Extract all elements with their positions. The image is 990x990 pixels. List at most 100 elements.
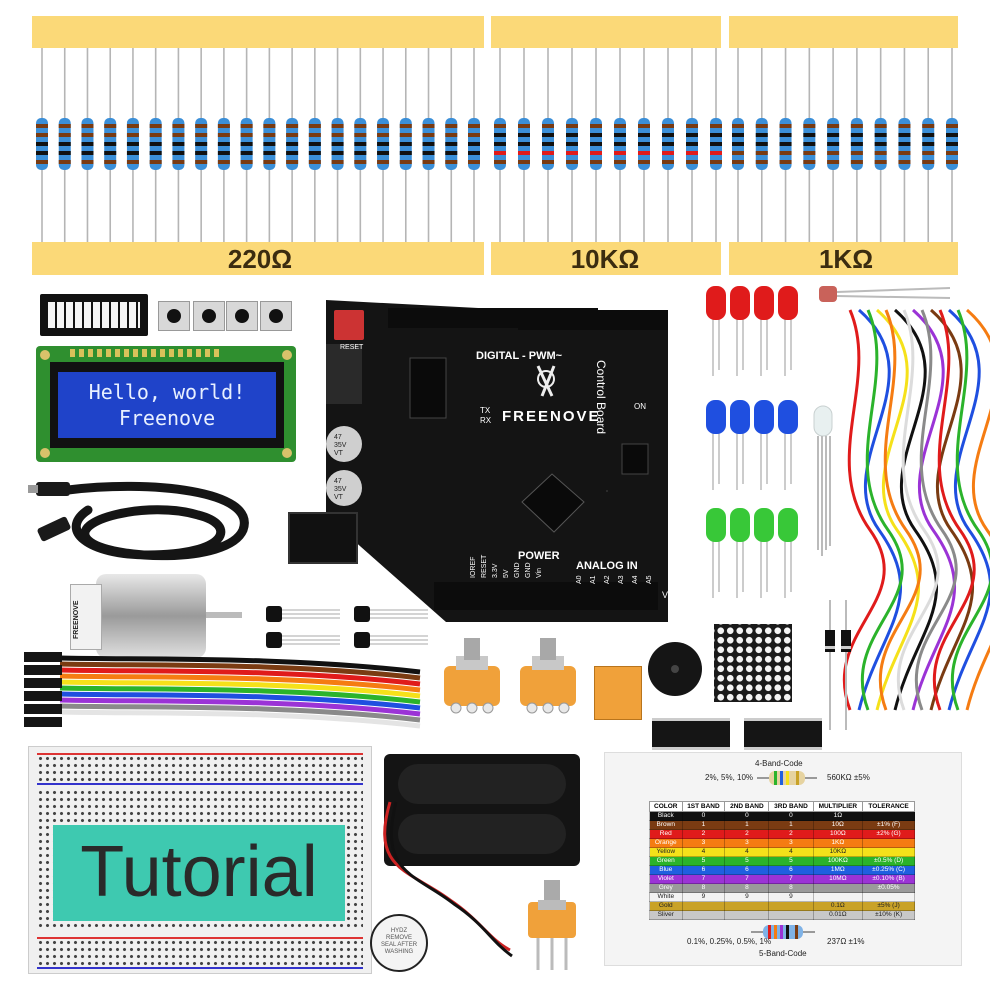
- table-header-cell: 1ST BAND: [681, 801, 726, 812]
- resistor-band: [922, 160, 935, 164]
- resistor-band: [286, 151, 299, 155]
- resistor-band: [827, 133, 840, 137]
- resistor-band: [518, 133, 530, 137]
- resistor-band: [36, 124, 48, 128]
- resistor-band: [149, 133, 162, 137]
- resistor-band: [263, 160, 276, 164]
- resistor-band: [331, 151, 344, 155]
- resistor-band: [126, 160, 139, 164]
- power-pin-label: IOREF: [470, 556, 477, 578]
- resistor-band: [36, 160, 48, 164]
- board-brand: FREENOVE: [502, 408, 601, 425]
- table-cell: 8: [681, 883, 726, 893]
- led-bar-segments: [48, 302, 140, 328]
- resistor-band: [638, 160, 650, 164]
- table-cell: 0.01Ω: [812, 910, 864, 920]
- resistor-band: [377, 151, 390, 155]
- table-cell: 6: [724, 865, 770, 875]
- resistor-band: [614, 124, 626, 128]
- resistor-band: [566, 124, 578, 128]
- table-cell: Red: [649, 829, 683, 839]
- card-top-right: 560KΩ ±5%: [827, 773, 870, 782]
- resistor-band: [898, 160, 911, 164]
- table-cell: 4: [681, 847, 726, 857]
- resistor-band: [36, 142, 48, 146]
- resistor-band: [399, 160, 412, 164]
- tape-top-1k: [729, 16, 958, 48]
- resistor-band: [566, 142, 578, 146]
- resistor-band: [494, 142, 506, 146]
- led: [778, 508, 798, 542]
- analog-pin-label: A0: [576, 575, 583, 584]
- resistor-label-1k: 1KΩ: [818, 244, 874, 274]
- table-cell: [862, 892, 915, 902]
- resistor-band: [468, 151, 480, 155]
- lcd-screen: Hello, world! Freenove: [58, 372, 276, 438]
- resistor-band: [286, 160, 299, 164]
- board-analog-label: ANALOG IN: [576, 560, 638, 572]
- resistor-band: [445, 124, 458, 128]
- ic-chip: [744, 718, 822, 750]
- resistor-band: [331, 133, 344, 137]
- ribbon-wire: [59, 661, 421, 681]
- resistor-band: [874, 133, 887, 137]
- resistor-band: [850, 142, 863, 146]
- rail-bottom: [37, 937, 363, 969]
- resistor-band: [827, 151, 840, 155]
- motor-label: FREENOVE: [73, 600, 80, 639]
- table-cell: 0: [724, 811, 770, 821]
- resistor-band: [240, 133, 253, 137]
- led: [730, 400, 750, 434]
- resistor-band: [494, 160, 506, 164]
- led: [754, 508, 774, 542]
- dupont-connector: [24, 704, 62, 714]
- resistor-band: [590, 124, 602, 128]
- mount-hole: [282, 350, 292, 360]
- board-side-label: Control Board: [594, 360, 608, 435]
- resistor-band: [126, 124, 139, 128]
- lcd-module: Hello, world! Freenove: [36, 346, 296, 462]
- resistor-band: [217, 142, 230, 146]
- table-cell: 1: [768, 820, 814, 830]
- resistor-band: [590, 133, 602, 137]
- resistor-band: [240, 160, 253, 164]
- resistor-band: [732, 151, 744, 155]
- resistor-band: [662, 133, 674, 137]
- lcd-line-2: Freenove: [118, 406, 216, 430]
- resistor-band: [308, 142, 321, 146]
- table-cell: Violet: [649, 874, 683, 884]
- lcd-bezel: Hello, world! Freenove: [50, 362, 284, 448]
- resistor-band: [240, 151, 253, 155]
- resistor-band: [542, 124, 554, 128]
- resistor-band: [874, 124, 887, 128]
- resistor-band: [542, 160, 554, 164]
- table-cell: 3: [768, 838, 814, 848]
- resistor-leads: [36, 48, 958, 242]
- resistor-band: [946, 151, 958, 155]
- rgb-led: [813, 405, 833, 556]
- table-cell: 8: [768, 883, 814, 893]
- resistor-band: [172, 142, 185, 146]
- potentiometer-shaft: [540, 638, 556, 660]
- card-title-bottom: 5-Band-Code: [759, 949, 807, 958]
- table-cell: 1MΩ: [812, 865, 864, 875]
- resistor-band: [445, 151, 458, 155]
- jumper-wire: [893, 308, 939, 711]
- resistor-band: [58, 160, 71, 164]
- resistor-band: [308, 133, 321, 137]
- table-header-cell: 3RD BAND: [768, 801, 814, 812]
- resistor-band: [422, 124, 435, 128]
- table-cell: 6: [681, 865, 726, 875]
- led: [754, 286, 774, 320]
- resistor-band: [662, 160, 674, 164]
- table-cell: 4: [768, 847, 814, 857]
- resistor-band: [422, 151, 435, 155]
- resistor-band: [590, 160, 602, 164]
- resistor-band: [354, 142, 367, 146]
- resistor-band: [286, 133, 299, 137]
- resistor-band: [263, 142, 276, 146]
